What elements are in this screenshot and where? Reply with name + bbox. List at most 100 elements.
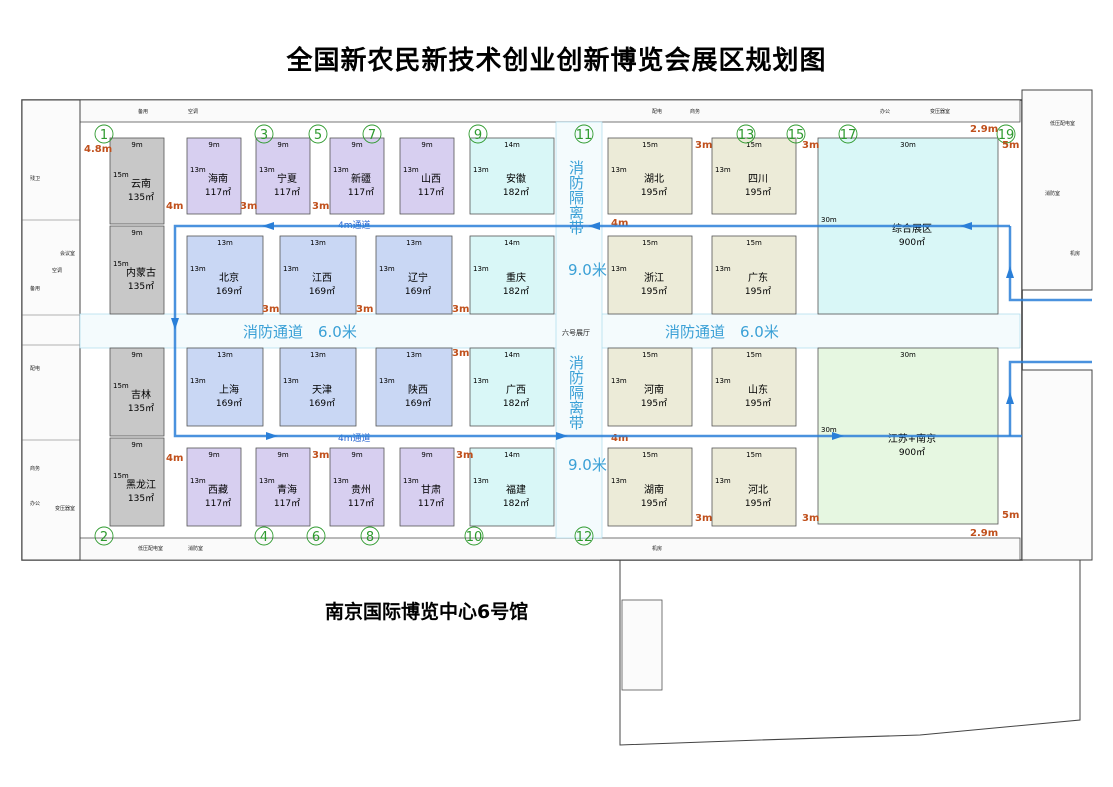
service-room-label: 备用 <box>30 285 40 292</box>
booth-name: 四川 <box>748 174 768 185</box>
booth-number-circle <box>254 526 274 546</box>
booth-number-circle <box>362 124 382 144</box>
booth-area: 182㎡ <box>503 398 529 409</box>
booth-height-label: 13m <box>379 377 395 385</box>
booth-number: 4 <box>260 530 268 545</box>
booth-number-circle <box>996 124 1016 144</box>
booth-number: 12 <box>576 530 593 545</box>
booth-number-circle <box>736 124 756 144</box>
fire-strip-vertical <box>555 121 603 539</box>
booth-name: 山东 <box>748 383 768 396</box>
booth-name: 青海 <box>277 483 297 496</box>
booth-area: 195㎡ <box>641 286 667 297</box>
circulation-exit-bottom <box>1008 360 1092 436</box>
service-room-label: 残卫 <box>30 175 40 182</box>
annex-room <box>621 599 663 691</box>
service-room-label: 办公 <box>880 108 890 115</box>
booth-area: 195㎡ <box>745 398 771 409</box>
booth-width-label: 9m <box>277 451 288 459</box>
gap-dimension: 3m <box>695 513 712 524</box>
right-service-block-top <box>1021 89 1093 291</box>
service-room-label: 配电 <box>652 108 662 115</box>
venue-subtitle: 南京国际博览中心6号馆 <box>325 601 529 623</box>
booth-rect <box>375 347 453 427</box>
gap-dimension: 3m <box>262 304 279 315</box>
booth-width-label: 13m <box>406 239 422 247</box>
booth-height-label: 15m <box>113 472 129 480</box>
gap-dimension: 3m <box>312 450 329 461</box>
booth-rect <box>109 347 165 437</box>
booth-name: 内蒙古 <box>126 266 156 279</box>
booth-rect <box>329 447 385 527</box>
gap-dimension: 3m <box>695 140 712 151</box>
booth-rect <box>109 137 165 225</box>
booth-width-label: 13m <box>217 239 233 247</box>
booth-width-label: 9m <box>208 141 219 149</box>
booth-rect <box>607 347 693 427</box>
booth-height-label: 13m <box>403 477 419 485</box>
booth-area: 182㎡ <box>503 187 529 198</box>
service-room-label: 变压器室 <box>55 505 75 512</box>
fire-lane-horizontal <box>79 313 1021 349</box>
fire-strip-width-top: 9.0米 <box>568 261 607 279</box>
booth-rect <box>469 137 555 215</box>
booth-width-label: 15m <box>746 451 762 459</box>
booth-rect <box>469 235 555 315</box>
booth-width-label: 14m <box>504 351 520 359</box>
booth-area: 135㎡ <box>128 192 154 203</box>
fire-strip-text-bottom: 消防隔离带 <box>567 355 585 430</box>
booth-height-label: 30m <box>821 426 837 434</box>
top-wall-band <box>79 99 1021 123</box>
booth-width-label: 14m <box>504 141 520 149</box>
fire-lane-label-right: 消防通道 6.0米 <box>665 323 779 341</box>
plan-title: 全国新农民新技术创业创新博览会展区规划图 <box>286 46 827 76</box>
booth-name: 贵州 <box>351 483 371 496</box>
booth-area: 195㎡ <box>641 498 667 509</box>
booth-area: 195㎡ <box>745 187 771 198</box>
booth-name: 湖南 <box>644 483 664 496</box>
booth-area: 117㎡ <box>418 187 444 198</box>
booth-height-label: 30m <box>821 216 837 224</box>
booth-height-label: 15m <box>113 382 129 390</box>
service-room-label: 机房 <box>652 545 662 552</box>
arrow-head-left <box>588 222 600 230</box>
gap-dimension: 2.9m <box>970 528 998 539</box>
service-room-label: 消防室 <box>188 545 203 552</box>
service-room-label: 商务 <box>30 465 40 472</box>
booth-height-label: 13m <box>715 166 731 174</box>
booth-number: 13 <box>738 128 755 143</box>
gap-dimension: 4m <box>611 218 628 229</box>
booth-name: 上海 <box>219 383 239 396</box>
service-room-label: 空调 <box>52 267 62 274</box>
booth-name: 湖北 <box>644 173 664 185</box>
booth-number: 3 <box>260 128 268 143</box>
booth-area: 117㎡ <box>274 187 300 198</box>
booth-area: 900㎡ <box>899 447 925 458</box>
booth-rect <box>186 347 264 427</box>
booth-number: 7 <box>368 128 376 143</box>
service-room-label: 会议室 <box>60 250 75 257</box>
booth-area: 195㎡ <box>641 398 667 409</box>
booth-width-label: 15m <box>642 239 658 247</box>
booth-height-label: 13m <box>190 265 206 273</box>
booth-number: 10 <box>466 530 483 545</box>
circulation-exit-top <box>1008 226 1092 302</box>
arrow-head-right <box>556 432 568 440</box>
booth-width-label: 13m <box>406 351 422 359</box>
booth-number: 2 <box>100 530 108 545</box>
arrow-head-up <box>1006 266 1014 278</box>
service-room-label: 办公 <box>30 500 40 507</box>
booth-area: 135㎡ <box>128 493 154 504</box>
booth-height-label: 13m <box>333 477 349 485</box>
